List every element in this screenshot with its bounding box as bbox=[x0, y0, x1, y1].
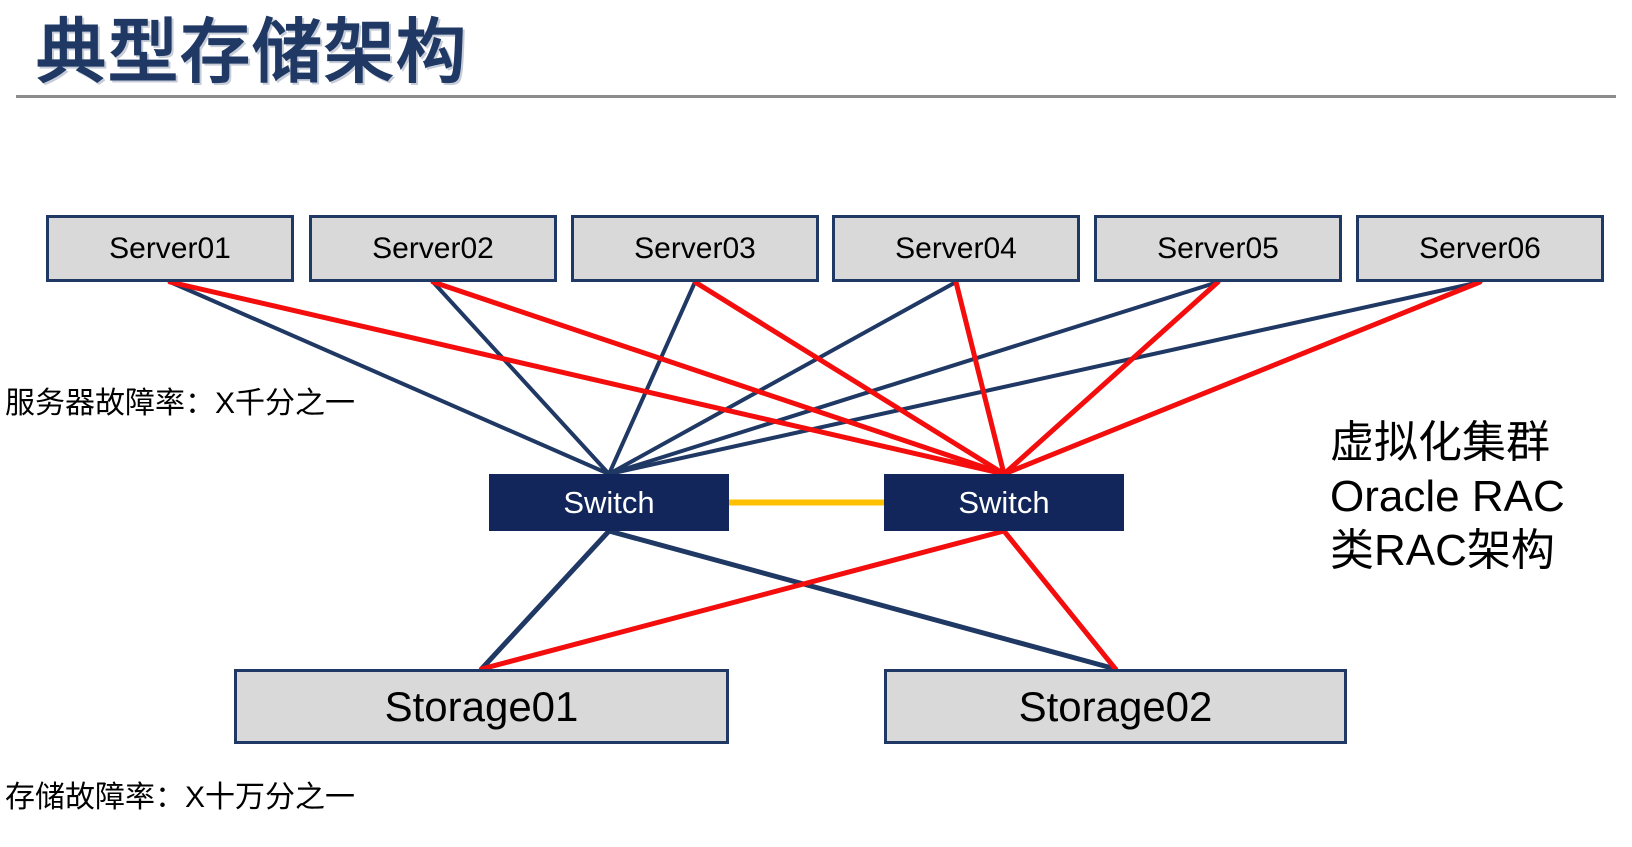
edge-navy-server05-switch1 bbox=[607, 280, 1220, 476]
edge-navy-switch1-storage02 bbox=[606, 528, 1118, 672]
storage02-label: Storage02 bbox=[1018, 682, 1213, 730]
edge-navy-server04-switch1 bbox=[607, 280, 958, 476]
node-server06: Server06 bbox=[1356, 215, 1604, 282]
switch1-label: Switch bbox=[563, 484, 655, 520]
edge-red-switch2-storage02 bbox=[1001, 528, 1118, 672]
edge-red-server04-switch2 bbox=[953, 279, 1007, 477]
node-server01: Server01 bbox=[46, 215, 294, 282]
server-failure-rate-label: 服务器故障率：X千分之一 bbox=[5, 387, 356, 420]
server06-label: Server06 bbox=[1419, 231, 1541, 265]
node-server05: Server05 bbox=[1094, 215, 1342, 282]
server01-label: Server01 bbox=[109, 231, 231, 265]
architecture-annotation: 虚拟化集群 Oracle RAC 类RAC架构 bbox=[1330, 416, 1565, 578]
server02-label: Server02 bbox=[372, 231, 494, 265]
annotation-line-3: 类RAC架构 bbox=[1330, 526, 1555, 575]
node-storage02: Storage02 bbox=[884, 669, 1347, 744]
annotation-line-1: 虚拟化集群 bbox=[1330, 418, 1550, 467]
node-server03: Server03 bbox=[571, 215, 819, 282]
switch2-label: Switch bbox=[958, 484, 1050, 520]
server03-label: Server03 bbox=[634, 231, 756, 265]
edge-red-server01-switch2 bbox=[167, 279, 1007, 477]
title-divider bbox=[16, 95, 1616, 98]
edge-red-server05-switch2 bbox=[1001, 279, 1221, 477]
server05-label: Server05 bbox=[1157, 231, 1279, 265]
edge-red-server03-switch2 bbox=[692, 279, 1007, 477]
node-storage01: Storage01 bbox=[234, 669, 729, 744]
edge-navy-server01-switch1 bbox=[168, 280, 611, 476]
storage01-label: Storage01 bbox=[384, 682, 579, 730]
node-switch2: Switch bbox=[884, 474, 1124, 531]
server04-label: Server04 bbox=[895, 231, 1017, 265]
edge-navy-server02-switch1 bbox=[431, 280, 611, 476]
edge-navy-server06-switch1 bbox=[607, 280, 1482, 476]
edge-red-switch2-storage01 bbox=[479, 528, 1007, 672]
edge-navy-switch1-storage01 bbox=[479, 528, 612, 672]
node-server04: Server04 bbox=[832, 215, 1080, 282]
node-switch1: Switch bbox=[489, 474, 729, 531]
edge-red-server02-switch2 bbox=[430, 279, 1007, 477]
edge-navy-server03-switch1 bbox=[607, 280, 697, 476]
page-title: 典型存储架构 bbox=[36, 13, 468, 91]
node-server02: Server02 bbox=[309, 215, 557, 282]
edge-red-server06-switch2 bbox=[1001, 279, 1483, 477]
annotation-line-2: Oracle RAC bbox=[1330, 472, 1565, 521]
storage-failure-rate-label: 存储故障率：X十万分之一 bbox=[5, 781, 356, 814]
